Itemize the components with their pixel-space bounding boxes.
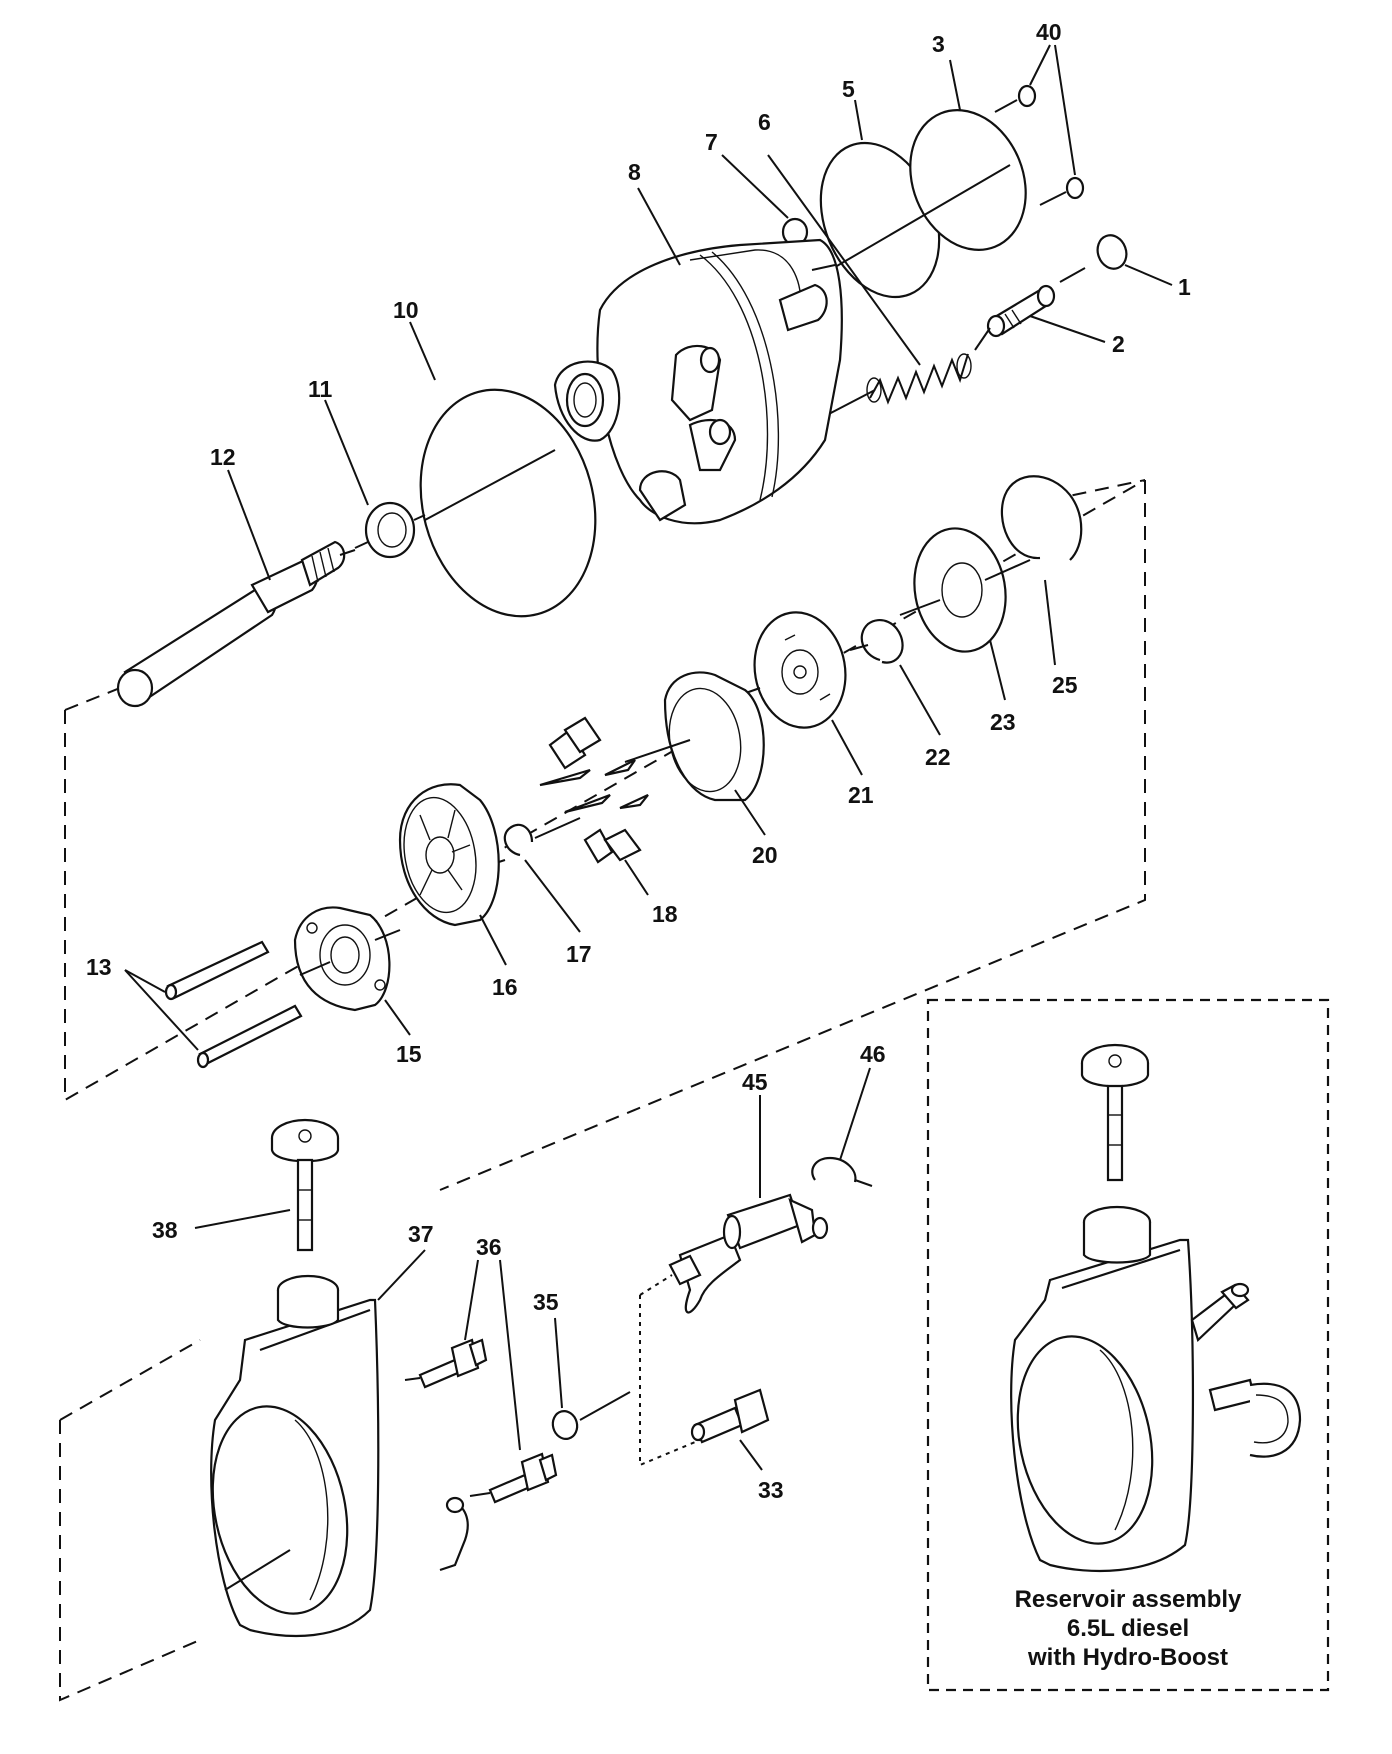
label-part-23: 23 [990,709,1016,735]
inset-caption-line-3: with Hydro-Boost [1027,1644,1228,1671]
part-25-retaining-ring [1000,475,1083,561]
label-part-21: 21 [848,782,874,808]
label-part-45: 45 [742,1069,768,1095]
part-38-filler-cap-dipstick [270,1118,340,1252]
label-part-3: 3 [932,31,945,57]
part-45-union-fitting [639,1095,829,1467]
part-6-spring [824,327,991,417]
label-part-36: 36 [476,1234,502,1260]
label-part-16: 16 [492,974,518,1000]
part-number-labels: 1 2 3 40 5 6 7 8 10 11 12 25 23 22 21 20… [86,19,1191,1503]
label-part-5: 5 [842,76,855,102]
label-part-6: 6 [758,109,771,135]
leader-lines [194,44,1076,1301]
label-part-12: 12 [210,444,236,470]
label-part-13: 13 [86,954,112,980]
label-part-35: 35 [533,1289,559,1315]
label-part-46: 46 [860,1041,886,1067]
label-part-20: 20 [752,842,778,868]
inset-caption-line-2: 6.5L diesel [1067,1615,1189,1642]
inset-caption-line-1: Reservoir assembly [1015,1586,1242,1613]
label-part-8: 8 [628,159,641,185]
part-20-pump-ring [624,671,765,802]
part-22-snap-ring [849,619,904,664]
label-part-11: 11 [308,376,333,402]
part-36-fittings [404,1259,558,1504]
label-part-1: 1 [1178,274,1191,300]
part-37-reservoir [210,1274,469,1638]
part-40-small-o-rings [994,84,1085,206]
label-part-40: 40 [1036,19,1062,45]
label-part-33: 33 [758,1477,784,1503]
part-11-shaft-seal [354,501,426,559]
label-part-10: 10 [393,297,419,323]
part-15-end-plate [293,906,401,1012]
part-18-vanes [539,716,649,896]
label-part-15: 15 [396,1041,422,1067]
part-46-clamp [811,1067,873,1187]
label-part-18: 18 [652,901,678,927]
label-part-22: 22 [925,744,951,770]
part-8-pump-housing [529,238,843,525]
inset-reservoir-assembly: Reservoir assembly 6.5L diesel with Hydr… [926,998,1330,1692]
part-1-snap-ring [1059,234,1173,286]
label-part-2: 2 [1112,331,1125,357]
part-12-drive-shaft [116,540,356,708]
label-part-17: 17 [566,941,592,967]
label-part-7: 7 [705,129,718,155]
part-3-o-ring [829,109,1027,271]
part-13-dowel-pins [124,940,303,1069]
label-part-38: 38 [152,1217,178,1243]
part-16-rotor [398,783,500,927]
part-10-large-o-ring [419,388,597,618]
label-part-25: 25 [1052,672,1078,698]
part-33-fitting [690,1388,770,1471]
part-2-flow-control-valve [986,284,1106,343]
label-part-37: 37 [408,1221,434,1247]
part-23-pressure-plate [899,527,1031,653]
part-35-o-ring [551,1317,631,1440]
